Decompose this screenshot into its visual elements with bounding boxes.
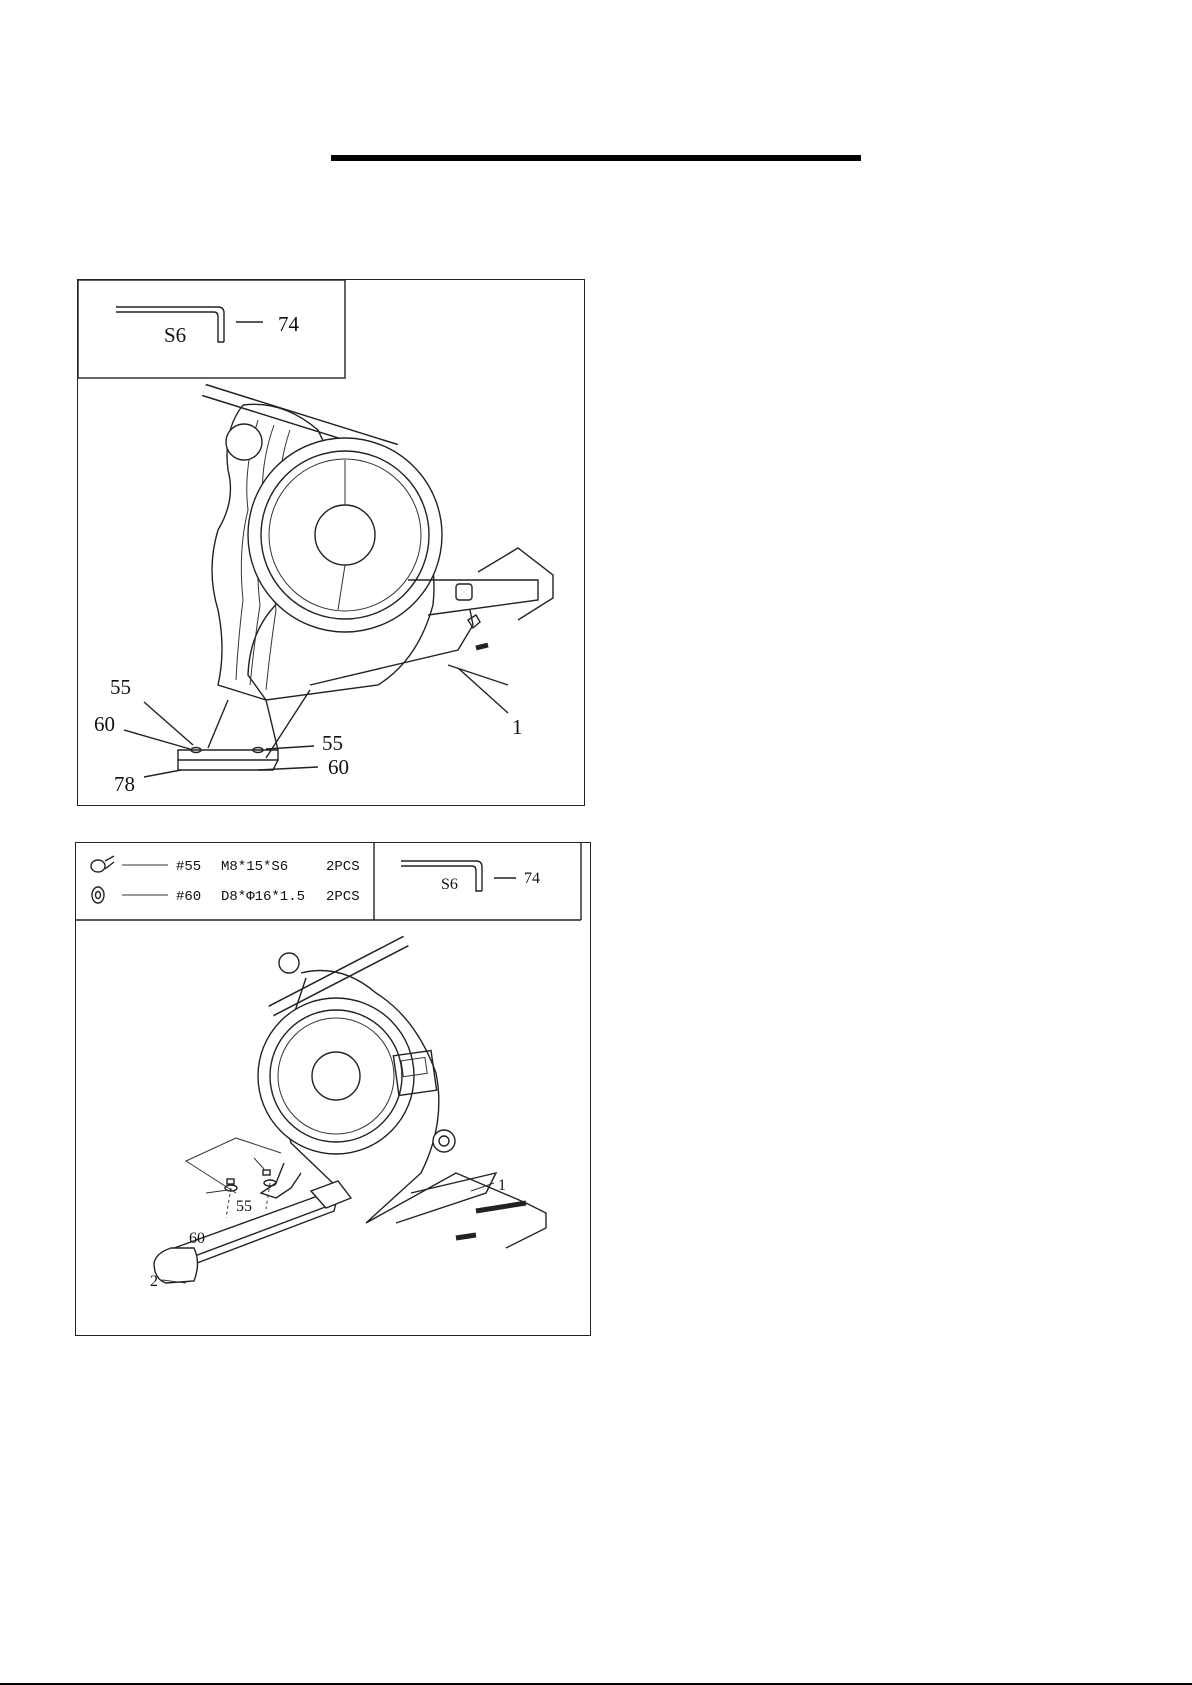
hardware-row-55: #55 M8*15*S6 2PCS bbox=[91, 856, 360, 875]
hardware-60-id: #60 bbox=[176, 889, 201, 905]
bolt-icon bbox=[91, 856, 114, 872]
tool-size-label: S6 bbox=[441, 876, 458, 893]
step-1-illustration: S6 74 bbox=[78, 280, 586, 807]
tool-box: S6 74 bbox=[78, 280, 345, 378]
callout-washer-60: 60 bbox=[189, 1230, 205, 1247]
hardware-55-id: #55 bbox=[176, 859, 201, 875]
tool-part-number: 74 bbox=[524, 870, 540, 887]
callout-frame-1: 1 bbox=[498, 1177, 506, 1194]
callout-stabilizer-78: 78 bbox=[114, 772, 135, 796]
title-underline bbox=[331, 155, 861, 161]
callout-washer-60-right: 60 bbox=[328, 755, 349, 779]
hardware-60-qty: 2PCS bbox=[326, 889, 360, 905]
callout-stabilizer-2: 2 bbox=[150, 1273, 158, 1290]
hardware-list: #55 M8*15*S6 2PCS #60 D8*Φ16*1.5 2PCS bbox=[91, 856, 360, 905]
tool-part-number: 74 bbox=[278, 312, 300, 336]
callout-frame-1: 1 bbox=[512, 715, 523, 739]
front-stabilizer bbox=[154, 1181, 351, 1283]
hardware-row-60: #60 D8*Φ16*1.5 2PCS bbox=[92, 887, 360, 905]
callout-bolt-55-right: 55 bbox=[322, 731, 343, 755]
callout-bolt-55: 55 bbox=[236, 1198, 252, 1215]
frame-drawing bbox=[124, 390, 553, 777]
hardware-55-qty: 2PCS bbox=[326, 859, 360, 875]
rear-stabilizer bbox=[178, 748, 278, 771]
hardware-60-spec: D8*Φ16*1.5 bbox=[221, 889, 305, 905]
step-2-illustration: #55 M8*15*S6 2PCS #60 D8*Φ16*1.5 2PCS bbox=[76, 843, 592, 1337]
assembly-step-2-panel: #55 M8*15*S6 2PCS #60 D8*Φ16*1.5 2PCS bbox=[75, 842, 591, 1336]
assembly-step-1-panel: S6 74 bbox=[77, 279, 585, 806]
callout-washer-60-left: 60 bbox=[94, 712, 115, 736]
washer-icon bbox=[92, 887, 104, 903]
hardware-55-spec: M8*15*S6 bbox=[221, 859, 288, 875]
callout-bolt-55-left: 55 bbox=[110, 675, 131, 699]
frame-drawing bbox=[154, 941, 546, 1283]
tool-size-label: S6 bbox=[164, 323, 186, 347]
tool-box: S6 74 bbox=[401, 861, 540, 893]
